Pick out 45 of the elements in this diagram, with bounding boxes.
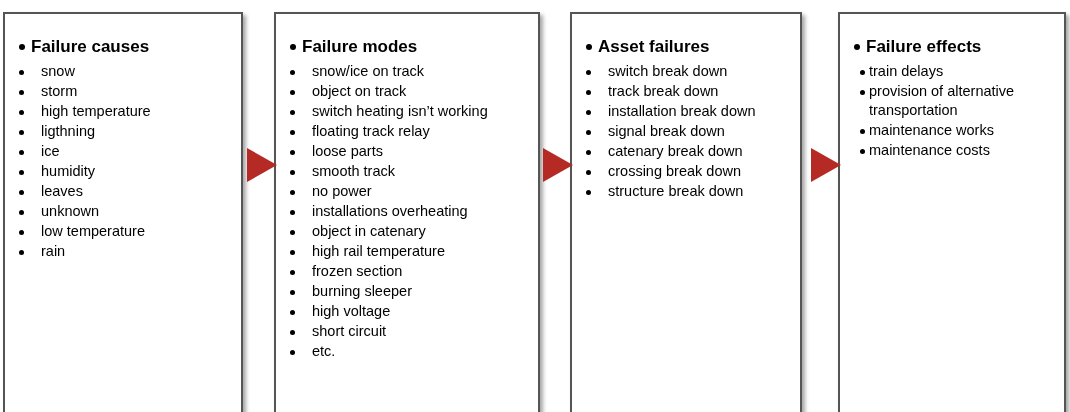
list-item: ice: [41, 142, 60, 161]
list-item: train delays: [869, 62, 944, 81]
list-item: high rail temperature: [312, 242, 445, 261]
list-item: smooth track: [312, 162, 395, 181]
list-item: high voltage: [312, 302, 391, 321]
list-item: switch heating isn’t working: [312, 102, 488, 121]
arrow: [246, 148, 277, 182]
list-heading: Asset failures: [598, 36, 710, 58]
list-item: loose parts: [312, 142, 383, 161]
list-item: rain: [41, 242, 66, 261]
list-heading: Failure modes: [302, 36, 418, 58]
list-item: installation break down: [608, 102, 756, 121]
list-box: [838, 12, 1066, 412]
list-item: no power: [312, 182, 372, 201]
list-box: [274, 12, 540, 412]
list-item: maintenance costs: [869, 141, 990, 160]
list-box: [3, 12, 243, 412]
list-item: signal break down: [608, 122, 725, 141]
list-heading: Failure effects: [866, 36, 982, 58]
list-item: storm: [41, 82, 78, 101]
list-item: frozen section: [312, 262, 403, 281]
list-item: object in catenary: [312, 222, 426, 241]
list-box: [570, 12, 802, 412]
list-item: etc.: [312, 342, 336, 361]
list-item: catenary break down: [608, 142, 743, 161]
list-item: structure break down: [608, 182, 744, 201]
arrow: [543, 148, 573, 182]
list-item: unknown: [41, 202, 100, 221]
list-heading: Failure causes: [31, 36, 150, 58]
list-item: crossing break down: [608, 162, 741, 181]
list-item: ligthning: [41, 122, 95, 141]
list-item: object on track: [312, 82, 407, 101]
list-item: snow: [41, 62, 75, 81]
list-item: leaves: [41, 182, 83, 201]
list-item: short circuit: [312, 322, 387, 341]
list-item: low temperature: [41, 222, 145, 241]
list-item: burning sleeper: [312, 282, 412, 301]
list-item: high temperature: [41, 102, 151, 121]
list-item: maintenance works: [869, 121, 994, 140]
list-item: installations overheating: [312, 202, 468, 221]
list-item: switch break down: [608, 62, 728, 81]
list-item: floating track relay: [312, 122, 430, 141]
list-item: snow/ice on track: [312, 62, 425, 81]
list-item: track break down: [608, 82, 719, 101]
list-item: humidity: [41, 162, 95, 181]
